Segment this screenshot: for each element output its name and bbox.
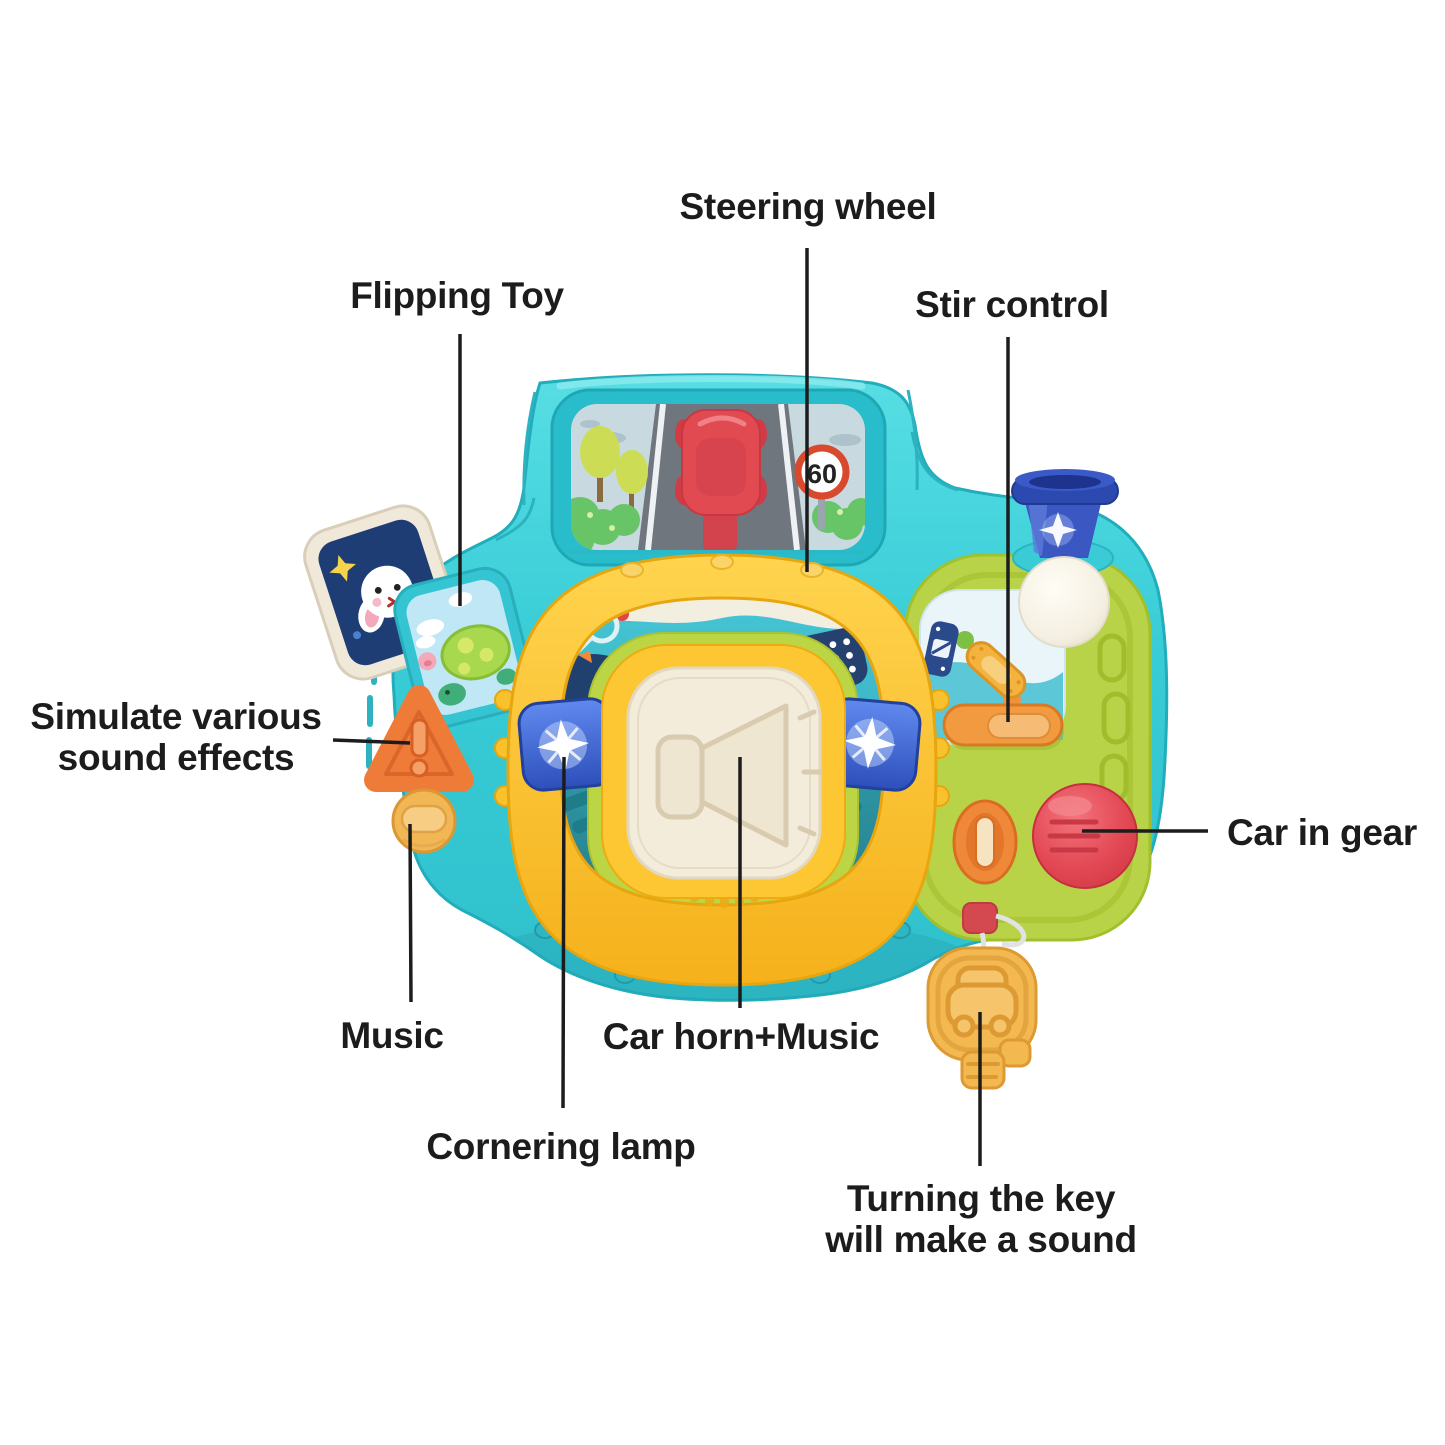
warning-icon [409, 718, 429, 778]
simulate-sounds-label-line2: sound effects [57, 737, 295, 778]
pig-icon [418, 652, 437, 671]
light-bulb-ball [1018, 556, 1110, 648]
steering-wheel[interactable] [494, 553, 950, 987]
bandage-icon [965, 641, 1027, 699]
sparkle-icon [1039, 512, 1077, 548]
cornering-lamp-label: Cornering lamp [426, 1126, 696, 1167]
warning-sound-button[interactable] [364, 685, 474, 792]
wheel-screw-dimples [620, 554, 824, 578]
gear-ball[interactable] [1032, 783, 1138, 889]
right-signal-light-button[interactable] [823, 697, 922, 792]
sparkle-icon [844, 716, 896, 769]
left-signal-light-button[interactable] [517, 697, 616, 792]
music-button[interactable] [391, 788, 457, 854]
stir-slider[interactable] [942, 703, 1064, 750]
toy-key[interactable] [926, 946, 1038, 1090]
simulate-sounds-label: Simulate various sound effects [30, 696, 322, 778]
gear-knob[interactable] [952, 799, 1018, 885]
horn-button[interactable] [601, 644, 846, 899]
music-label: Music [340, 1015, 444, 1056]
flipping-toy-label: Flipping Toy [350, 275, 564, 316]
speed-sign-text: 60 [807, 459, 837, 489]
steering-wheel-label: Steering wheel [679, 186, 937, 227]
horn-icon [655, 703, 823, 848]
turning-key-label: Turning the key will make a sound [825, 1178, 1137, 1260]
car-icon [945, 965, 1019, 1038]
speed-limit-sign: 60 [794, 444, 850, 530]
sparkle-icon [537, 719, 589, 772]
toy-car[interactable] [675, 409, 767, 552]
windshield-scene: 60 [550, 388, 887, 567]
car-in-gear-label: Car in gear [1227, 812, 1417, 853]
flipping-toy[interactable] [297, 499, 539, 732]
simulate-sounds-label-line1: Simulate various [30, 696, 322, 737]
funnel-lamp[interactable] [1011, 469, 1119, 648]
turtle-icon [438, 624, 517, 706]
cornering-lamp-callout-line [561, 756, 566, 1109]
callout-lines [332, 248, 1208, 1166]
music-callout-line [408, 823, 413, 1003]
star-icon [329, 554, 357, 582]
turning-key-label-line1: Turning the key [846, 1178, 1116, 1219]
police-car-icon [923, 621, 959, 677]
car-horn-label: Car horn+Music [602, 1016, 880, 1057]
stir-control-label: Stir control [915, 284, 1109, 325]
simulate-sounds-callout-line [332, 738, 411, 745]
flipping-toy-turtle-card[interactable] [389, 563, 539, 732]
turning-key-label-line2: will make a sound [825, 1219, 1137, 1260]
